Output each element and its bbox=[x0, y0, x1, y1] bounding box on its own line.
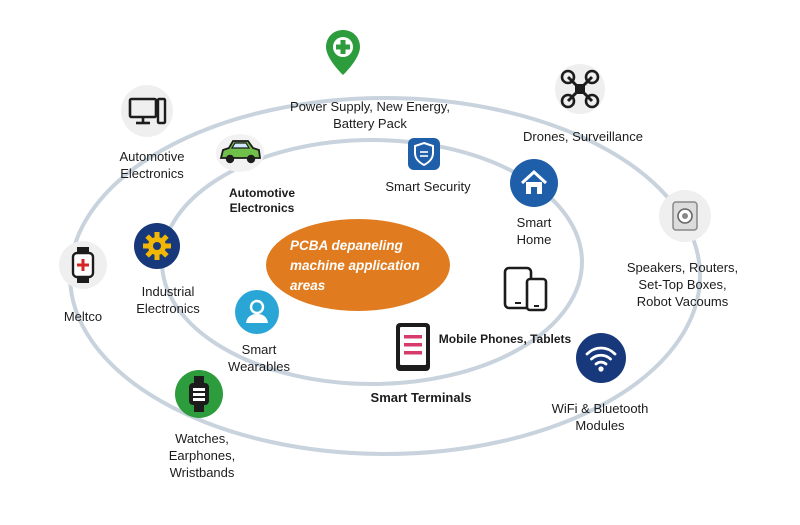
wifi-icon bbox=[576, 333, 626, 383]
shield-icon bbox=[408, 138, 440, 170]
location-pin-plus-icon bbox=[326, 30, 360, 75]
label-mobile-phones: Mobile Phones, Tablets bbox=[438, 332, 572, 346]
smartwatch-icon bbox=[59, 241, 107, 289]
car-icon bbox=[216, 134, 264, 172]
phone-tablet-icon bbox=[503, 266, 548, 312]
tablet-list-icon bbox=[396, 323, 430, 371]
label-speakers: Speakers, Routers, Set-Top Boxes, Robot … bbox=[626, 260, 739, 309]
label-watches: Watches, Earphones, Wristbands bbox=[168, 431, 236, 480]
label-smart-wearables: Smart Wearables bbox=[228, 342, 290, 374]
label-meltco: Meltco bbox=[63, 309, 103, 324]
desktop-computer-icon bbox=[121, 85, 173, 137]
house-icon bbox=[510, 159, 558, 207]
center-ellipse bbox=[266, 219, 450, 311]
label-automotive-outer: Automotive Electronics bbox=[119, 149, 185, 181]
label-smart-home: Smart Home bbox=[516, 215, 552, 247]
drone-icon bbox=[555, 64, 605, 114]
fitness-band-icon bbox=[175, 370, 223, 418]
label-power-supply: Power Supply, New Energy, Battery Pack bbox=[290, 99, 450, 131]
label-industrial: Industrial Electronics bbox=[136, 284, 200, 316]
center-title: PCBA depaneling machine application area… bbox=[290, 238, 420, 293]
label-smart-security: Smart Security bbox=[385, 179, 471, 194]
label-wifi-bluetooth: WiFi & Bluetooth Modules bbox=[551, 401, 649, 433]
gear-icon bbox=[134, 223, 180, 269]
speaker-icon bbox=[659, 190, 711, 242]
user-icon bbox=[235, 290, 279, 334]
label-drones: Drones, Surveillance bbox=[523, 129, 643, 144]
label-automotive-inner: Automotive Electronics bbox=[229, 186, 295, 215]
label-smart-terminals: Smart Terminals bbox=[370, 390, 472, 405]
